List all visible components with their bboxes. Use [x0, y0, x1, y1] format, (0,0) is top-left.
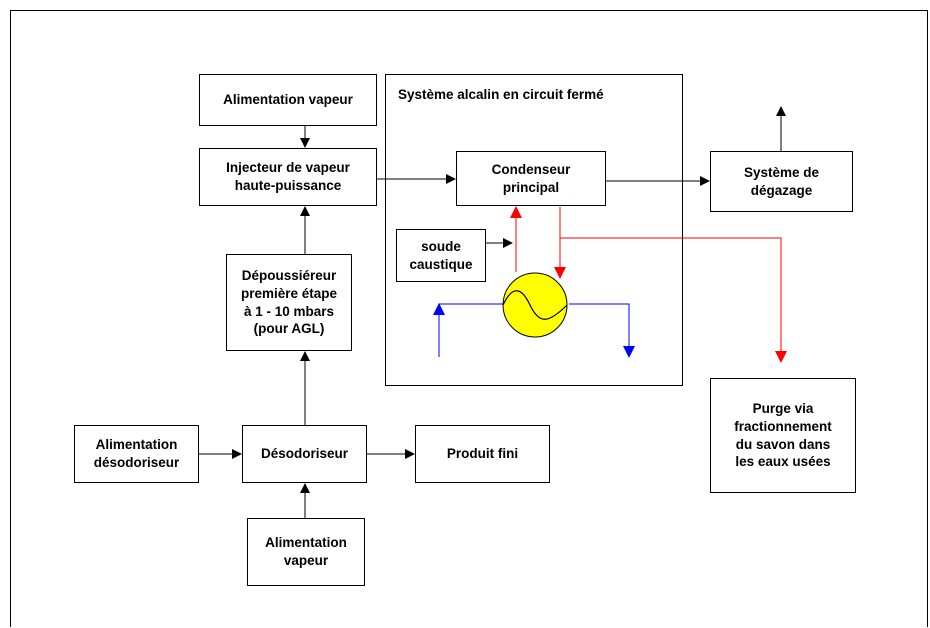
steam-supply-top-label: Alimentation vapeur	[223, 92, 353, 108]
alkaline-system-label: Système alcalin en circuit fermé	[398, 87, 604, 102]
purge-box: Purge via fractionnement du savon dans l…	[710, 378, 856, 493]
heat-exchanger-icon	[502, 272, 568, 338]
steam-injector-label: Injecteur de vapeur haute-puissance	[226, 160, 350, 193]
blue-cooling-out	[569, 303, 635, 358]
deodorizer-box: Désodoriseur	[242, 425, 367, 483]
deduster-label: Dépoussiéreur première étape à 1 - 10 mb…	[240, 267, 338, 337]
deodorizer-feed-label: Alimentation désodoriseur	[93, 437, 180, 470]
finished-product-box: Produit fini	[415, 425, 550, 483]
deduster-box: Dépoussiéreur première étape à 1 - 10 mb…	[226, 254, 352, 351]
main-condenser-box: Condenseur principal	[456, 151, 606, 206]
degassing-system-label: Système de dégazage	[743, 164, 820, 198]
finished-product-label: Produit fini	[446, 446, 519, 462]
purge-label: Purge via fractionnement du savon dans l…	[734, 400, 832, 470]
diagram-frame	[10, 10, 928, 627]
degassing-system-box: Système de dégazage	[710, 151, 853, 212]
deodorizer-label: Désodoriseur	[260, 446, 349, 462]
caustic-soda-label: soude caustique	[409, 238, 473, 272]
deodorizer-feed-box: Alimentation désodoriseur	[74, 425, 199, 483]
caustic-soda-box: soude caustique	[396, 229, 486, 282]
steam-injector-box: Injecteur de vapeur haute-puissance	[199, 148, 377, 206]
main-condenser-label: Condenseur principal	[491, 161, 571, 195]
steam-supply-bottom-box: Alimentation vapeur	[247, 518, 365, 586]
red-arrow-to-purge	[560, 237, 787, 363]
steam-supply-bottom-label: Alimentation vapeur	[265, 535, 347, 568]
blue-cooling-in	[438, 303, 503, 357]
steam-supply-top-box: Alimentation vapeur	[199, 74, 377, 126]
